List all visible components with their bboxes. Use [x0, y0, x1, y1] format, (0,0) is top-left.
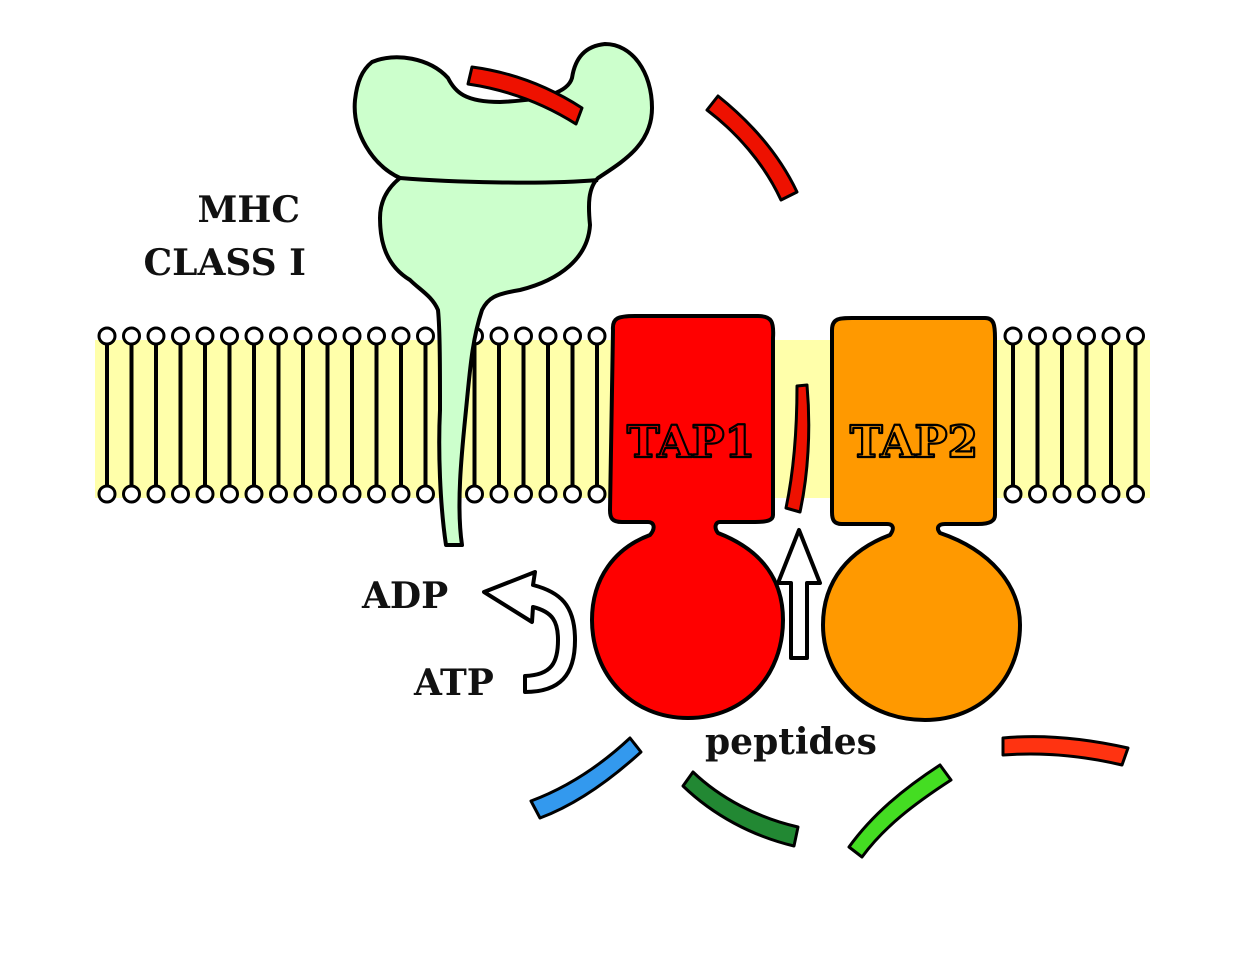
- mhc-label-line2: CLASS I: [144, 242, 306, 284]
- lipid-head: [489, 326, 509, 346]
- lipid-head: [342, 484, 362, 504]
- tap1-transporter: TAP1: [590, 314, 785, 720]
- lipid-head: [489, 484, 509, 504]
- lipid-head: [514, 484, 533, 504]
- peptide-blue: [529, 736, 643, 820]
- lipid-head: [538, 326, 558, 346]
- lipid-head: [269, 484, 288, 504]
- tap1-shape: [590, 314, 785, 720]
- lipid-head: [195, 326, 215, 346]
- mhc-label-line1: MHC: [197, 189, 300, 231]
- lipid-head: [342, 326, 362, 346]
- lipid-head: [465, 484, 484, 504]
- mhc-domain-divider: [399, 176, 599, 185]
- lipid-head: [220, 484, 239, 504]
- lipid-head: [318, 484, 337, 504]
- lipid-head: [146, 484, 166, 504]
- lipid-head: [1003, 484, 1023, 504]
- lipid-head: [1003, 326, 1023, 346]
- lipid-head: [587, 326, 607, 346]
- tap1-label: TAP1: [627, 417, 755, 468]
- adp-label: ADP: [361, 575, 448, 617]
- lipid-head: [1126, 326, 1145, 346]
- mhc-class-i-shape: [352, 42, 654, 547]
- lipid-head: [416, 484, 435, 504]
- lipid-head: [244, 484, 264, 504]
- lipid-head: [244, 326, 264, 346]
- lipid-head: [1101, 484, 1121, 504]
- lipid-head: [269, 326, 288, 346]
- lipid-head: [1126, 484, 1145, 504]
- lipid-head: [391, 484, 411, 504]
- lipid-head: [293, 484, 313, 504]
- lipid-head: [367, 326, 386, 346]
- lipid-head: [122, 484, 141, 504]
- lipid-head: [367, 484, 386, 504]
- lipid-head: [563, 484, 582, 504]
- peptide-in-channel: [784, 383, 811, 514]
- lipid-head: [1101, 326, 1121, 346]
- peptide-top-2: [705, 94, 799, 202]
- mhc-class-i-molecule: [352, 42, 654, 547]
- lipid-head: [1052, 326, 1072, 346]
- lipid-head: [514, 326, 533, 346]
- lipid-head: [171, 484, 190, 504]
- lipid-head: [538, 484, 558, 504]
- atp-hydrolysis-arrow-icon: [482, 570, 577, 694]
- lipid-head: [1077, 484, 1096, 504]
- atp-label: ATP: [413, 662, 494, 704]
- lipid-head: [122, 326, 141, 346]
- lipid-head: [1028, 484, 1047, 504]
- lipid-head: [97, 484, 117, 504]
- lipid-head: [587, 484, 607, 504]
- lipid-head: [220, 326, 239, 346]
- lipid-head: [416, 326, 435, 346]
- peptides-group: [466, 65, 1130, 859]
- lipid-head: [318, 326, 337, 346]
- peptide-dark-green: [681, 770, 800, 848]
- lipid-head: [195, 484, 215, 504]
- tap2-shape: [821, 316, 1022, 722]
- lipid-head: [391, 326, 411, 346]
- lipid-head: [1052, 484, 1072, 504]
- peptides-label: peptides: [705, 721, 877, 763]
- lipid-head: [146, 326, 166, 346]
- lipid-head: [1077, 326, 1096, 346]
- peptide-orange-red: [1001, 735, 1130, 767]
- transport-arrow-icon: [776, 528, 822, 660]
- tap2-label: TAP2: [850, 417, 978, 468]
- peptide-light-green: [847, 763, 953, 859]
- peptide-top-1: [466, 65, 584, 126]
- lipid-head: [171, 326, 190, 346]
- lipid-head: [1028, 326, 1047, 346]
- lipid-head: [97, 326, 117, 346]
- tap2-transporter: TAP2: [821, 316, 1022, 722]
- lipid-head: [293, 326, 313, 346]
- lipid-head: [563, 326, 582, 346]
